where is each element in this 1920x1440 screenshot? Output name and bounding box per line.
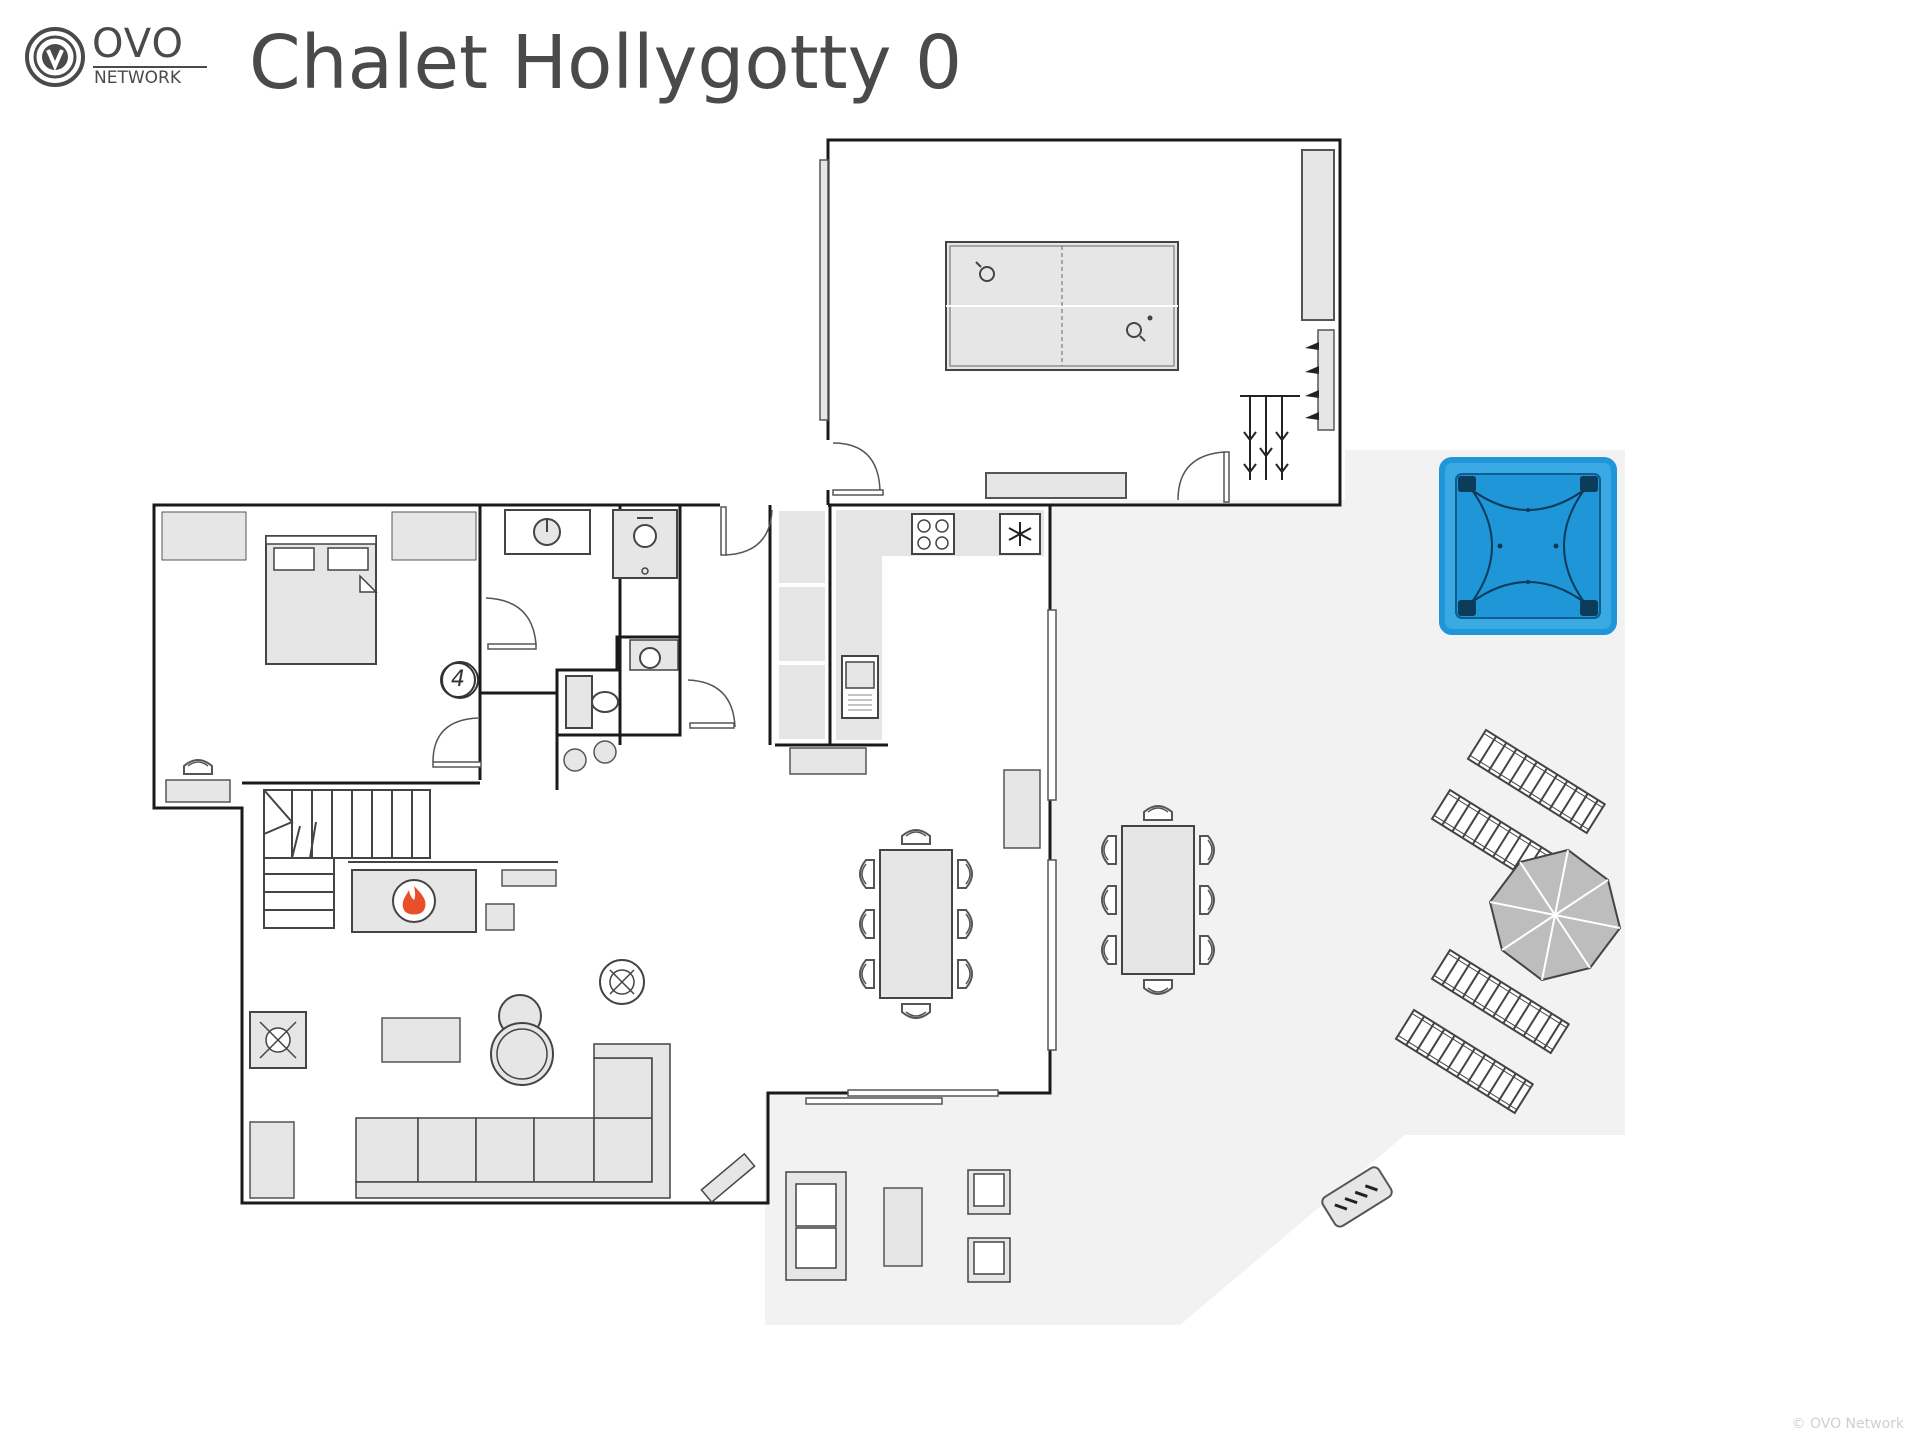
toilet xyxy=(565,675,619,729)
desk xyxy=(165,759,231,803)
brand-name: OVO xyxy=(92,21,184,67)
wc-door xyxy=(687,679,736,728)
bathroom-door xyxy=(485,597,537,646)
outdoor-armchair xyxy=(967,1169,1011,1215)
swivel-chair xyxy=(490,994,554,1086)
double-bed xyxy=(265,535,378,665)
brand-subtitle: NETWORK xyxy=(94,68,181,88)
hall-cupboard xyxy=(777,585,827,663)
staircase xyxy=(263,789,558,929)
ping-pong-table xyxy=(945,241,1179,371)
wardrobe xyxy=(161,511,247,561)
bedroom-door xyxy=(432,717,479,763)
floor-lamp xyxy=(700,1152,756,1204)
window-panel xyxy=(1047,859,1057,1051)
indoor-dining-table xyxy=(859,829,973,1019)
page-title: Chalet Hollygotty 0 xyxy=(249,20,963,106)
wc-sink xyxy=(629,639,679,671)
kitchen-sink xyxy=(841,655,879,719)
corner-sofa xyxy=(355,1043,671,1199)
stool xyxy=(563,748,587,772)
brand-rule xyxy=(93,66,207,68)
parasol-icon xyxy=(1488,848,1622,982)
cooktop xyxy=(911,513,955,555)
wardrobe xyxy=(391,511,477,561)
window-panel xyxy=(805,1097,943,1105)
snowflake-icon xyxy=(1008,522,1032,546)
wc-door-leaf xyxy=(689,722,735,729)
game-room-door-2 xyxy=(1177,451,1226,501)
armchair xyxy=(599,959,645,1005)
stool xyxy=(593,740,617,764)
coffee-table xyxy=(381,1017,461,1063)
fireplace xyxy=(351,869,477,933)
fire-icon xyxy=(402,886,426,915)
outdoor-dining-table xyxy=(1101,805,1215,995)
ovo-logo-icon xyxy=(25,27,85,87)
game-room-door xyxy=(832,442,881,491)
cabinet xyxy=(249,1121,295,1199)
hall-bench xyxy=(789,747,867,775)
side-table xyxy=(501,869,557,887)
game-room-wall-panel xyxy=(819,159,829,421)
hot-tub xyxy=(1439,457,1617,635)
side-table xyxy=(485,903,515,931)
bathroom-sink xyxy=(504,509,591,555)
bathroom-door-leaf xyxy=(487,643,537,650)
hall-door xyxy=(724,509,773,556)
game-room-shelf xyxy=(985,472,1127,499)
game-room-door-2-leaf xyxy=(1223,451,1230,503)
hall-cupboard xyxy=(777,663,827,741)
outdoor-armchair xyxy=(967,1237,1011,1283)
window-panel xyxy=(1047,609,1057,801)
bedroom-door-leaf xyxy=(432,761,482,768)
ski-rack xyxy=(1240,395,1300,480)
sideboard xyxy=(1003,769,1041,849)
outdoor-grill xyxy=(1321,1166,1393,1228)
plant-stand xyxy=(249,1011,307,1069)
copyright: © OVO Network xyxy=(1791,1416,1904,1432)
outdoor-sofa xyxy=(785,1171,847,1281)
freezer xyxy=(999,513,1041,555)
game-room-door-leaf xyxy=(832,489,884,496)
hall-cupboard xyxy=(777,509,827,585)
outdoor-coffee-table xyxy=(883,1187,923,1267)
hall-door-leaf xyxy=(720,506,727,556)
window-panel xyxy=(847,1089,999,1097)
boot-rack xyxy=(1305,329,1335,431)
game-room-bench xyxy=(1301,149,1335,321)
brand-logo: OVO NETWORK xyxy=(24,21,207,94)
shower xyxy=(612,509,678,579)
bedroom-number-label: 4 xyxy=(440,662,476,698)
